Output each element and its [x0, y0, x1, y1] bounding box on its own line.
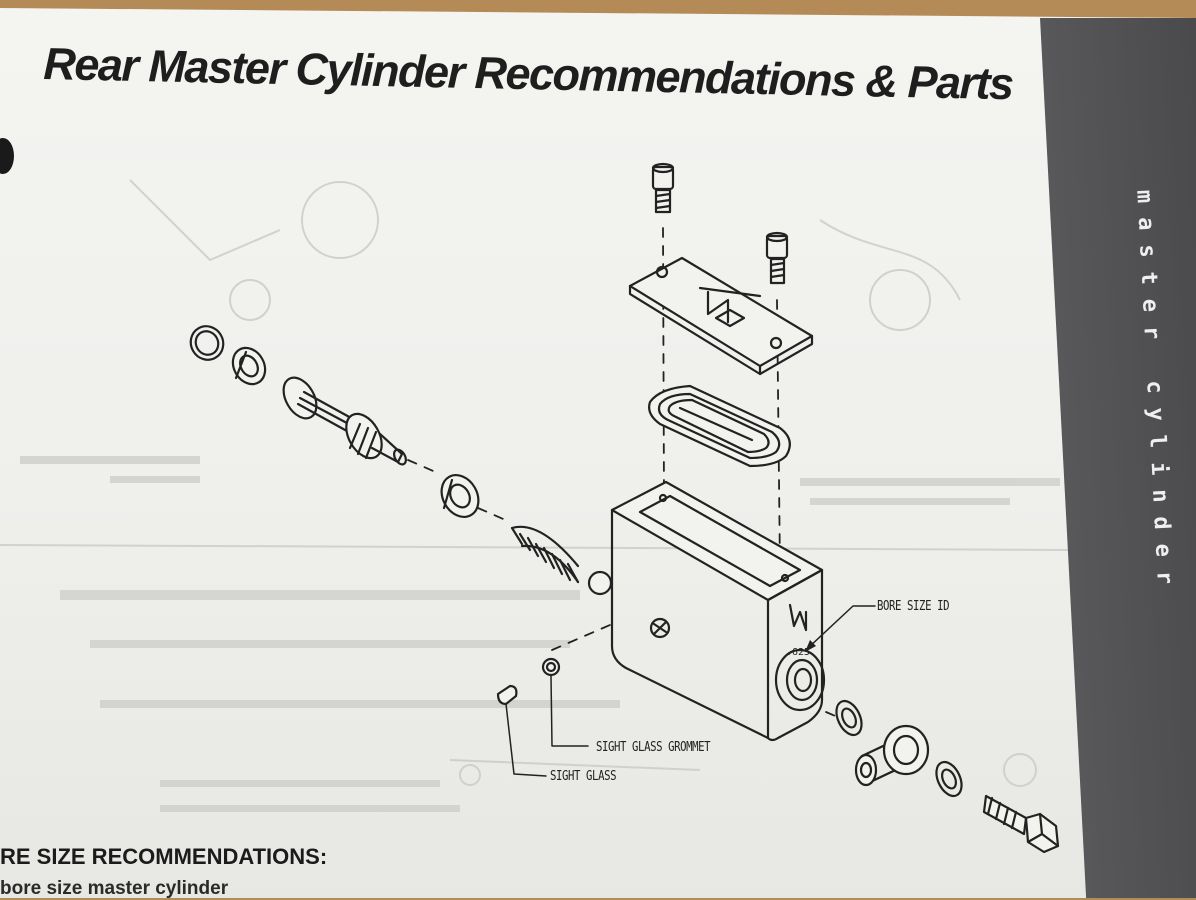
piston-pushrod — [282, 376, 407, 466]
banjo-bolt — [982, 794, 1060, 854]
sight-glass-grommet — [541, 657, 561, 677]
crush-washer-2 — [935, 760, 963, 798]
retaining-snap-ring — [189, 325, 225, 361]
banjo-fitting — [854, 724, 930, 787]
cap-screw-right — [765, 231, 789, 285]
callout-leader-lines — [505, 605, 876, 777]
crush-washer-1 — [835, 699, 863, 737]
assembly-axis-lines — [407, 227, 841, 719]
bore-marking: .625 — [786, 647, 810, 658]
cap-screw-left — [651, 162, 675, 214]
return-spring — [510, 525, 580, 584]
cover-diaphragm-gasket — [648, 384, 791, 468]
section-heading: RE SIZE RECOMMENDATIONS: — [0, 844, 328, 869]
sight-glass — [496, 684, 518, 706]
section-body-text: bore size master cylinder — [0, 878, 229, 899]
piston-washer — [231, 346, 267, 386]
callout-bore-size: BORE SIZE ID — [877, 599, 950, 614]
callout-sight-glass: SIGHT GLASS — [550, 769, 617, 784]
callout-sight-glass-grommet: SIGHT GLASS GROMMET — [596, 740, 711, 755]
reservoir-cover-plate — [628, 256, 814, 376]
primary-cup-seal — [440, 474, 480, 518]
master-cylinder-body — [587, 480, 826, 742]
leader-arrowheads — [805, 640, 816, 652]
binder-hole — [0, 138, 14, 174]
